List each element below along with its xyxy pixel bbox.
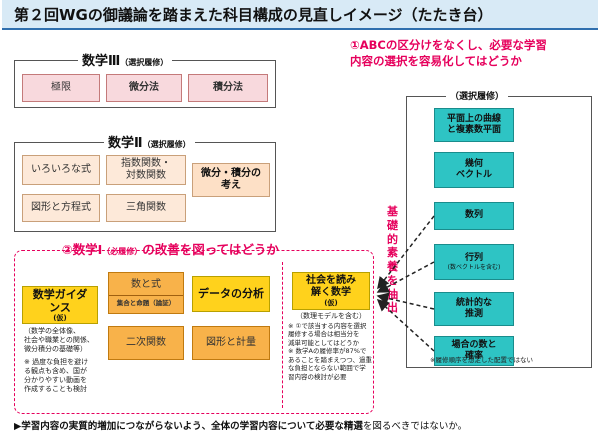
- math2-box-exp-log: 指数関数・ 対数関数: [106, 155, 186, 185]
- page-title: 第２回WGの御議論を踏まえた科目構成の見直しイメージ（たたき台）: [14, 6, 493, 24]
- title-bar: [2, 0, 598, 30]
- elective-box-plane-curves: 平面上の曲線 と複素数平面: [434, 108, 514, 142]
- math1-box-quadratic: 二次関数: [108, 326, 184, 360]
- math2-label: 数学Ⅱ（選択履修）: [104, 132, 195, 151]
- arrow-from-sequences: [377, 215, 435, 290]
- arrow-from-matrices: [376, 261, 435, 293]
- math2-box-trig: 三角関数: [106, 194, 186, 222]
- math1-box-guidance: 数学ガイダ ンス(仮): [22, 286, 98, 324]
- proposal2-text: ②数学Ⅰ（必履修）の改善を図ってはどうか: [62, 242, 279, 257]
- math1-box-data-analysis: データの分析: [192, 276, 270, 312]
- math1-box-geometry: 図形と計量: [192, 326, 270, 360]
- society-divider: [282, 262, 283, 408]
- math1-box-society: 社会を読み 解く数学(仮): [292, 272, 370, 310]
- math2-box-calculus: 微分・積分の 考え: [192, 163, 270, 197]
- footer-text: ▶学習内容の実質的増加につながらないよう、全体の学習内容について必要な精選を図る…: [14, 421, 468, 432]
- math2-box-figure-equation: 図形と方程式: [22, 194, 100, 222]
- extract-label: 基礎的素養を抽出: [387, 205, 398, 315]
- math1-box-numbers: 数と式 集合と命題（論証）: [108, 272, 184, 314]
- math2-box-various: いろいろな式: [22, 155, 100, 185]
- proposal1-text: ①ABCの区分けをなくし、必要な学習 内容の選択を容易化してはどうか: [350, 38, 547, 68]
- elective-box-sequences: 数列: [434, 202, 514, 230]
- society-note: （数理モデルを含む）: [296, 312, 366, 320]
- guidance-star-note: ※ 過度な負担を避け る観点も含め、国が 分かりやすい動画を 作成することも検討: [24, 358, 89, 394]
- guidance-note: （数学の全体像、 社会や職業との関係、 微分積分の基礎等）: [24, 327, 94, 354]
- elective-box-matrices: 行列(数ベクトルを含む): [434, 244, 514, 280]
- math3-box-integral: 積分法: [188, 74, 268, 102]
- elective-box-statistics: 統計的な 推測: [434, 292, 514, 326]
- elective-footnote: ※履修順序を想定した配置ではない: [430, 356, 533, 364]
- elective-box-probability: 場合の数と 確率: [434, 336, 514, 366]
- math3-box-differential: 微分法: [106, 74, 182, 102]
- elective-box-geometry-vectors: 幾何 ベクトル: [434, 152, 514, 188]
- math1-group: [14, 250, 374, 414]
- arrow-from-probability: [376, 298, 435, 352]
- society-star-note: ※ ①で該当する内容を選択 履修する場合は相当分を 減単可能としてはどうか ※ …: [288, 322, 373, 381]
- elective-label: （選択履修）: [446, 89, 509, 102]
- math3-box-limit: 極限: [22, 74, 100, 102]
- arrow-from-statistics: [376, 292, 435, 310]
- math3-label: 数学Ⅲ（選択履修）: [78, 50, 173, 69]
